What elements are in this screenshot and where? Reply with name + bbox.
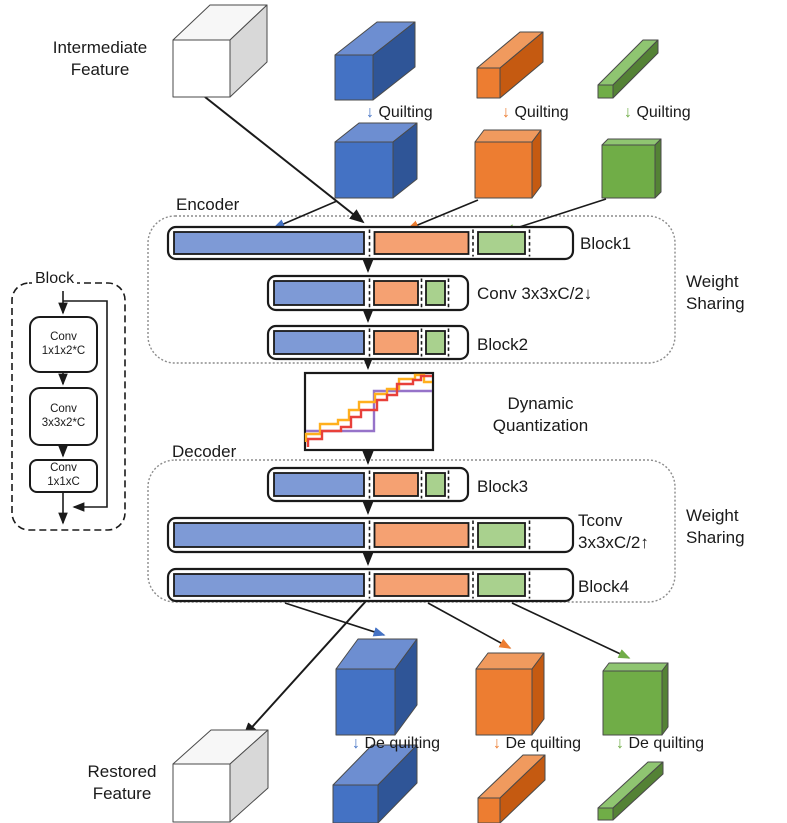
conv-layer-1: Conv 1x1x2*C <box>30 317 97 372</box>
conv-layer-2: Conv 3x3x2*C <box>30 388 97 445</box>
encoder-title: Encoder <box>176 195 240 214</box>
quilting-text: Quilting <box>514 104 569 121</box>
block4-bar <box>166 567 575 603</box>
dequilting-label-blue: ↓ De quilting <box>352 734 440 755</box>
down-arrow-icon: ↓ <box>366 104 374 121</box>
encoder-box <box>147 215 676 364</box>
down-arrow-icon: ↓ <box>352 735 360 752</box>
green-slab-bottom <box>597 761 664 821</box>
tconv-bar <box>166 516 575 554</box>
conv-layer-2-name: Conv <box>50 402 77 415</box>
conv-layer-3-shape: 1x1xC <box>47 476 80 488</box>
down-arrow-icon: ↓ <box>493 735 501 752</box>
dequilting-text: De quilting <box>364 735 441 752</box>
dequilting-label-green: ↓ De quilting <box>616 734 704 755</box>
conv-layer-1-name: Conv <box>50 330 77 343</box>
block3-label: Block3 <box>477 477 529 496</box>
intermediate-feature-label: Intermediate Feature <box>52 38 148 80</box>
blue-slab-bottom <box>332 744 418 823</box>
blue-slab-top <box>334 21 416 101</box>
block2-bar <box>266 324 470 361</box>
block1-bar <box>166 225 575 261</box>
green-decoded-cube <box>602 662 669 736</box>
dequilting-stream-arrows <box>284 602 631 659</box>
weight-sharing-decoder-label: Weight Sharing <box>686 506 745 548</box>
conv-bar <box>266 274 470 312</box>
block1-label: Block1 <box>580 234 632 253</box>
orange-slab-top <box>476 31 544 99</box>
block2-label: Block2 <box>477 335 529 354</box>
dequilting-text: De quilting <box>505 735 582 752</box>
decoder-box <box>147 459 676 603</box>
down-arrow-icon: ↓ <box>616 735 624 752</box>
quilting-text: Quilting <box>636 104 691 121</box>
conv-label: Conv 3x3xC/2↓ <box>477 284 593 303</box>
green-slab-top <box>597 39 659 99</box>
orange-slab-bottom <box>477 754 546 823</box>
decoder-title: Decoder <box>172 442 237 461</box>
blue-decoded-cube <box>335 638 418 736</box>
conv-layer-1-shape: 1x1x2*C <box>41 344 86 357</box>
quilting-label-blue: ↓ Quilting <box>366 103 433 124</box>
green-quilted-cube <box>601 138 662 199</box>
quilting-label-green: ↓ Quilting <box>624 103 691 124</box>
dynamic-quantization-label: Dynamic Quantization <box>492 394 589 436</box>
blue-quilted-cube <box>334 122 418 199</box>
restored-feature-label: Restored Feature <box>87 762 157 804</box>
block3-bar <box>266 466 470 503</box>
orange-quilted-cube <box>474 129 542 199</box>
quantization-plot <box>303 371 435 452</box>
restored-feature-cube <box>172 729 269 823</box>
weight-sharing-encoder-label: Weight Sharing <box>686 272 745 314</box>
intermediate-feature-cube <box>172 4 268 98</box>
tconv-label: Tconv 3x3xC/2↑ <box>578 511 649 553</box>
block-detail-internals <box>29 291 108 525</box>
down-arrow-icon: ↓ <box>624 104 632 121</box>
quilting-text: Quilting <box>378 104 433 121</box>
block-detail-title: Block <box>32 269 78 290</box>
conv-layer-2-shape: 3x3x2*C <box>41 416 86 429</box>
orange-decoded-cube <box>475 652 545 736</box>
conv-layer-3: Conv 1x1xC <box>30 460 97 492</box>
dequilting-text: De quilting <box>628 735 705 752</box>
quilting-label-orange: ↓ Quilting <box>502 103 569 124</box>
conv-layer-3-name: Conv <box>50 462 77 475</box>
dequilting-label-orange: ↓ De quilting <box>493 734 581 755</box>
down-arrow-icon: ↓ <box>502 104 510 121</box>
block4-label: Block4 <box>578 577 630 596</box>
